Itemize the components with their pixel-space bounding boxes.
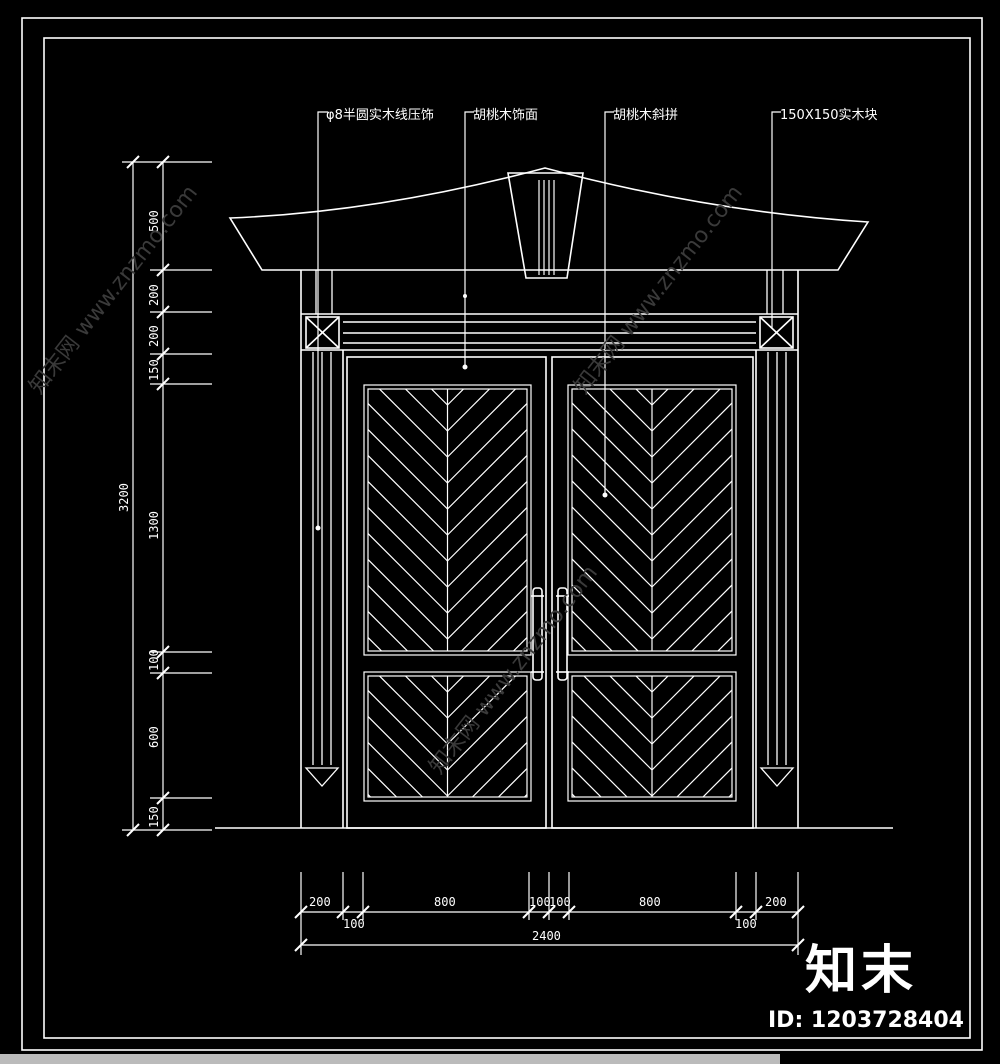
dim-v-100: 100 [147,649,161,671]
canopy-keystone [507,172,584,279]
dim-v-200b: 200 [147,325,161,347]
callout-wood-block: 150X150实木块 [780,108,878,123]
dim-v-150b: 150 [147,806,161,828]
door-handle-right [556,587,569,681]
pilaster-left [304,270,340,787]
dim-h-200-right: 200 [765,895,787,909]
panel-upper-right [567,384,737,656]
pilaster-right [759,270,795,787]
dim-v-150a: 150 [147,359,161,381]
dim-h-800-right: 800 [639,895,661,909]
dim-h-100-right: 100 [735,917,757,931]
dim-v-200a: 200 [147,284,161,306]
dim-h-800-left: 800 [434,895,456,909]
dim-v-500: 500 [147,210,161,232]
door-handle-left [531,587,544,681]
panel-lower-right [567,671,737,802]
door-leaf-left [346,356,547,829]
leader-lines [317,111,781,528]
dim-total-width: 2400 [532,929,561,943]
bottom-strip [0,1054,780,1064]
inner-frame [43,37,971,1039]
panel-upper-left [363,384,532,656]
panel-lower-left [363,671,532,802]
callout-walnut-veneer: 胡桃木饰面 [473,108,539,123]
dim-h-100-left: 100 [343,917,365,931]
callout-molding: φ8半圆实木线压饰 [326,108,434,123]
image-id: ID: 1203728404 [768,1008,964,1033]
dim-total-height: 3200 [117,483,131,512]
outer-frame [21,17,983,1051]
dim-h-100-mid-left: 100 [529,895,551,909]
callout-walnut-herringbone: 胡桃木斜拼 [613,108,679,123]
door-leaf-right [551,356,754,829]
dim-h-100-mid-right: 100 [549,895,571,909]
keystone-flutes [538,180,555,275]
wood-block-right [759,316,794,349]
dim-h-200-left: 200 [309,895,331,909]
vertical-dimension-lines [122,161,212,831]
dim-v-600: 600 [147,726,161,748]
wood-block-left [305,316,340,349]
brand-logo: 知末 [805,941,918,1001]
dim-v-1300: 1300 [147,511,161,540]
